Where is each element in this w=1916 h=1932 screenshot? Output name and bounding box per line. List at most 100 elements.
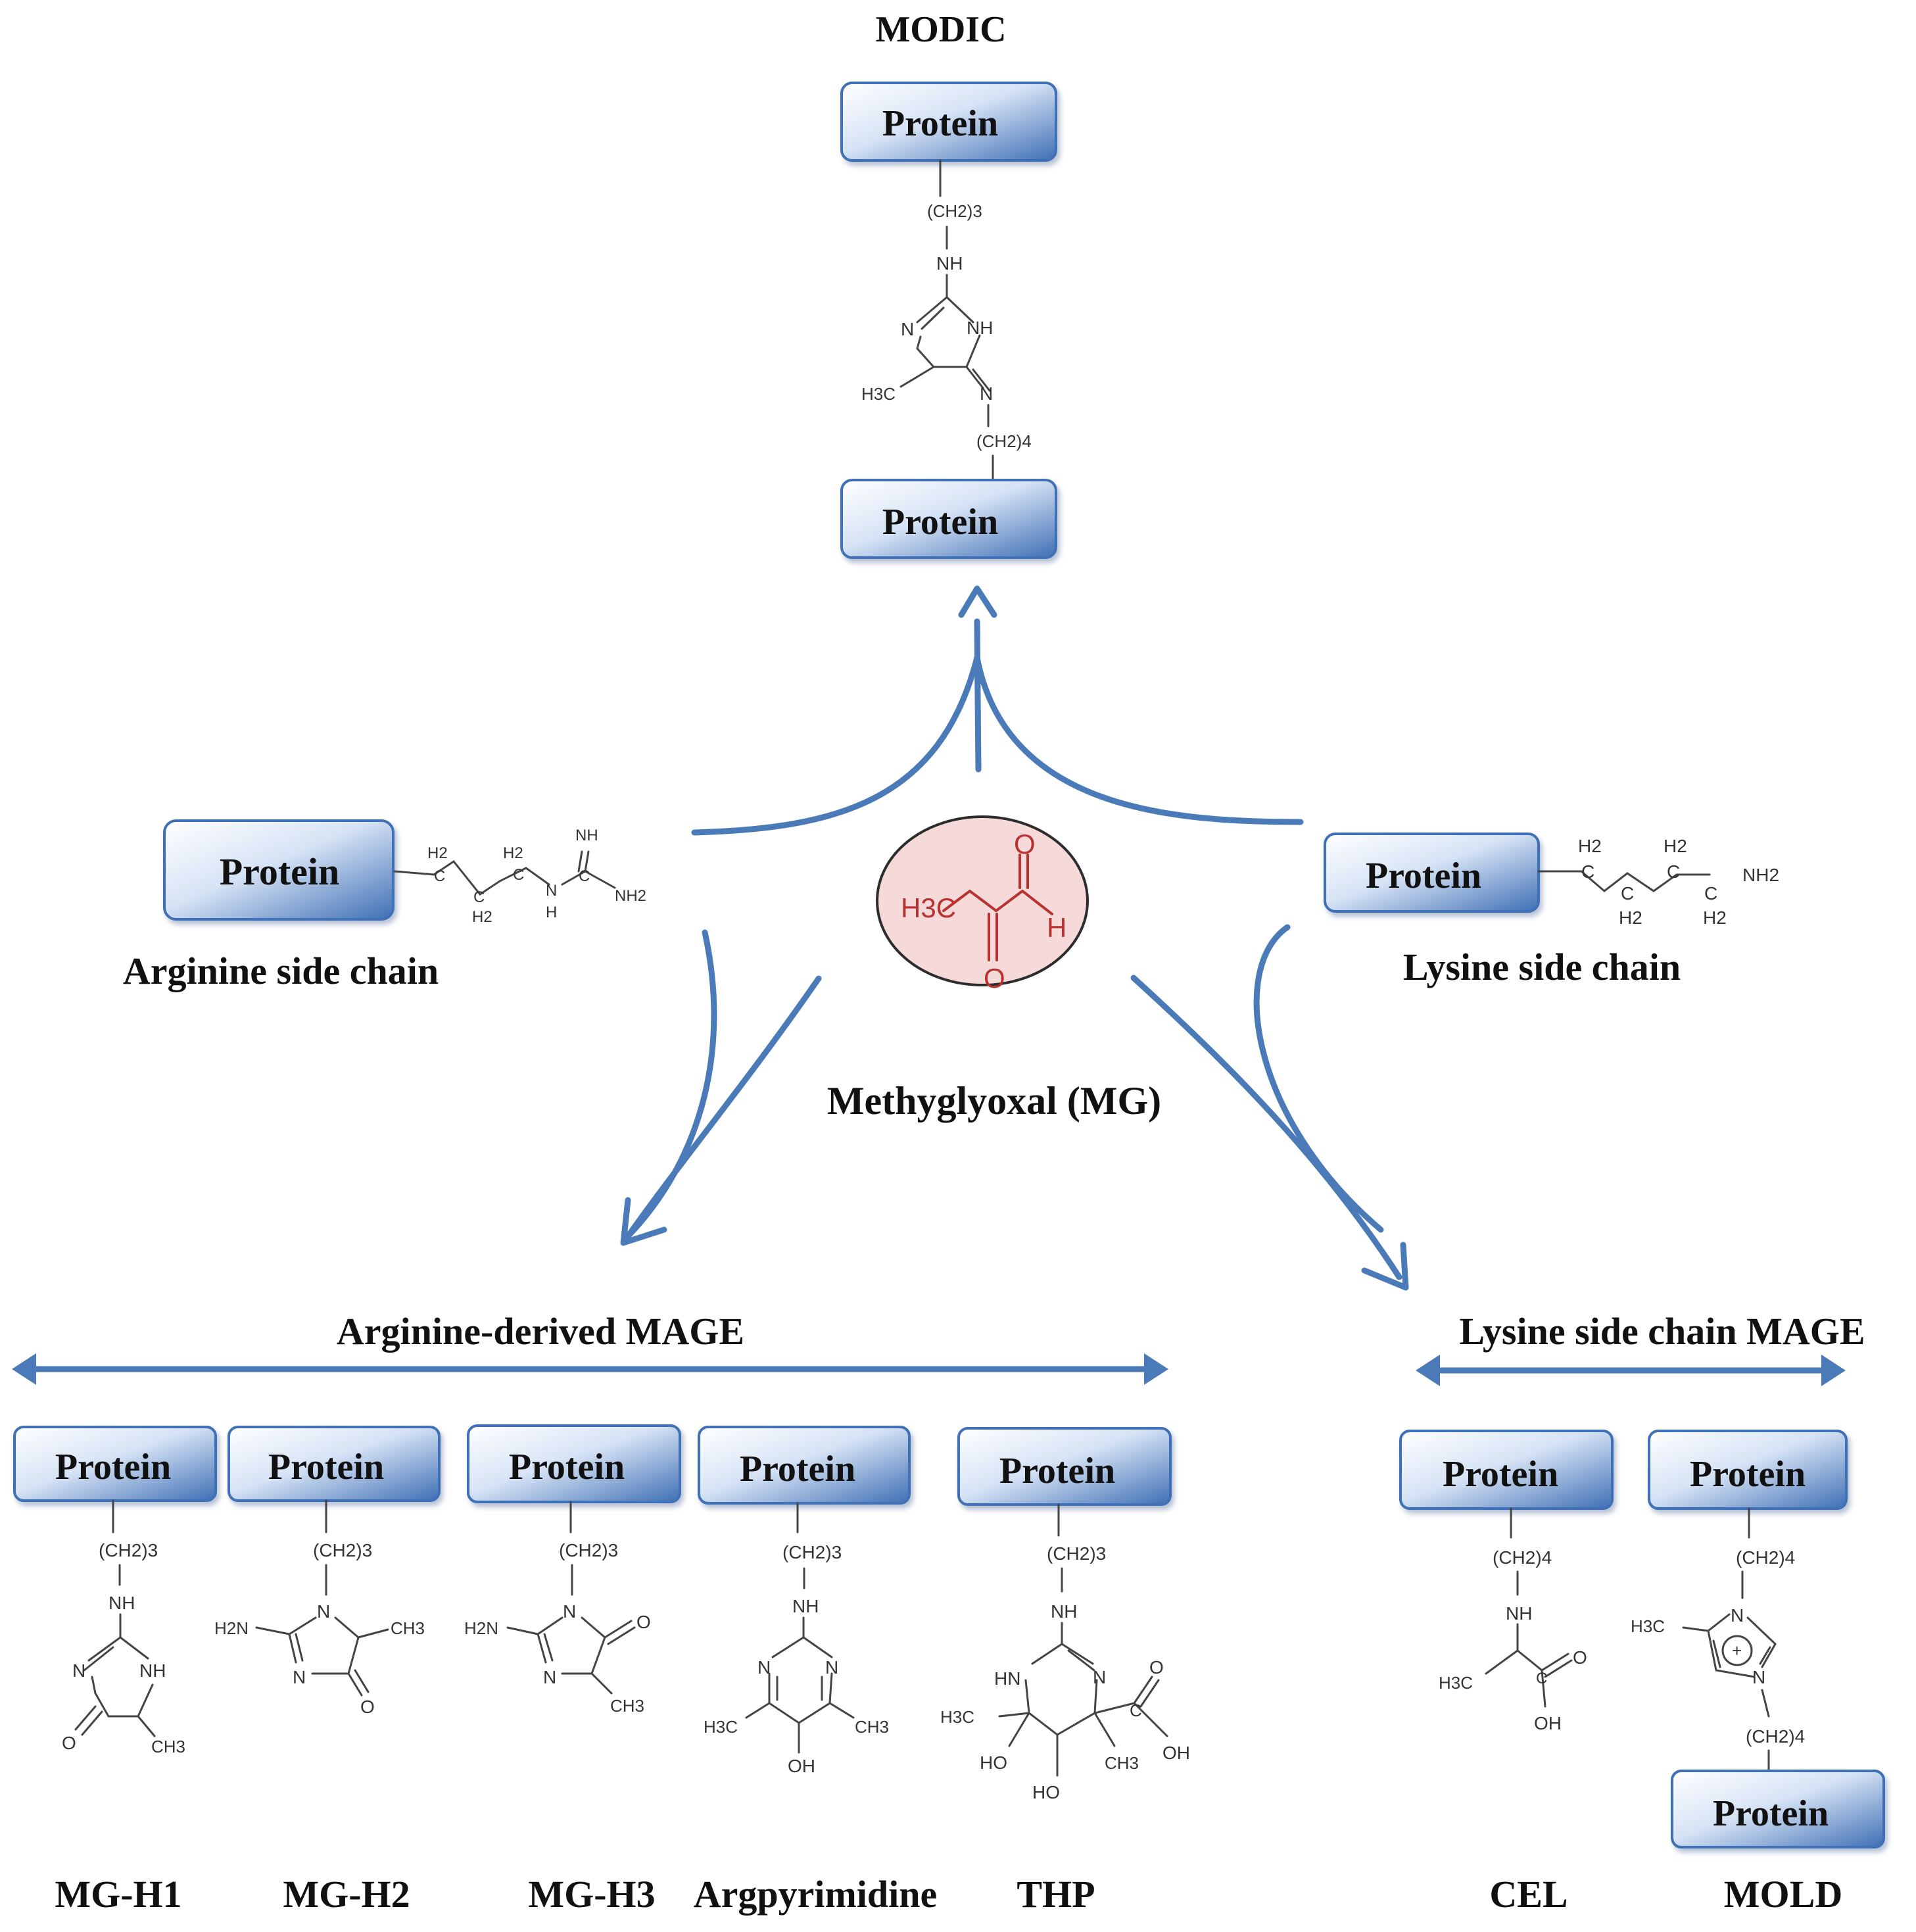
protein-box [1648, 1430, 1848, 1510]
c-label: C [579, 867, 590, 885]
protein-box [957, 1427, 1172, 1506]
protein-box [228, 1426, 441, 1502]
o-label: O [62, 1733, 76, 1753]
protein-box [1671, 1770, 1885, 1848]
modic-structure: Protein (CH2)3 NH N NH H3C N (CH2)4 Prot… [840, 82, 1057, 559]
ho-label: HO [980, 1752, 1007, 1773]
nh-label: NH [1051, 1601, 1077, 1622]
protein-box [163, 819, 395, 921]
h2-label: H2 [472, 908, 492, 926]
protein-box [467, 1424, 681, 1503]
h3c-label: H3C [861, 384, 896, 404]
mg-h1-structure: Protein (CH2)3 NH N NH O CH3 MG-H1 [13, 1426, 217, 1916]
reaction-arrows [12, 585, 1846, 1386]
n-label: N [543, 1667, 556, 1687]
h2-label: H2 [427, 844, 448, 862]
ch3-label: CH3 [855, 1717, 889, 1737]
arrowhead-icon [1361, 1242, 1409, 1291]
n-label: N [980, 383, 993, 404]
arrow-mg-to-modic [974, 618, 982, 773]
product-label-mg-h1: MG-H1 [55, 1873, 181, 1916]
protein-label: Protein [1366, 856, 1481, 896]
h2-label: H2 [1578, 836, 1602, 856]
cel-structure: Protein (CH2)4 NH H3C C O OH CEL [1399, 1430, 1614, 1916]
product-label-thp: THP [1017, 1873, 1095, 1916]
arrowhead-icon [620, 1197, 667, 1246]
chain-label: (CH2)3 [1047, 1543, 1106, 1564]
n-label: N [1731, 1605, 1744, 1626]
product-label-argpyrimidine: Argpyrimidine [694, 1873, 938, 1916]
n-label: N [757, 1657, 771, 1678]
arrowhead-icon [1821, 1355, 1846, 1386]
c-label: C [434, 867, 445, 885]
protein-box [13, 1426, 217, 1502]
arrowhead-icon [1416, 1355, 1440, 1386]
c-label: C [1581, 861, 1594, 882]
c-label: C [1536, 1670, 1547, 1687]
protein-label: Protein [882, 502, 998, 543]
nh-label: NH [139, 1660, 166, 1681]
c-label: C [1130, 1701, 1142, 1720]
hn-label: HN [994, 1668, 1020, 1689]
chain-label: (CH2)4 [1736, 1547, 1795, 1568]
h-label: H [546, 904, 557, 921]
lysine-side-chain-label: Lysine side chain [1403, 946, 1681, 988]
n-label: N [546, 882, 557, 900]
n-label: N [72, 1660, 85, 1681]
nh2-label: NH2 [615, 887, 646, 905]
arginine-mage-label: Arginine-derived MAGE [337, 1310, 744, 1353]
arrow-arginine-to-mage [625, 929, 717, 1240]
protein-box [840, 82, 1057, 162]
arrowhead-icon [1144, 1353, 1168, 1385]
lysine-reactant: Protein H2 C C H2 H2 C C H2 NH2 Lysine s… [1324, 833, 1779, 988]
c-label: C [1667, 861, 1680, 882]
chain-label: (CH2)3 [782, 1542, 842, 1562]
h2-label: H2 [1619, 907, 1642, 928]
lysine-mage-label: Lysine side chain MAGE [1459, 1310, 1865, 1353]
h3c-label: H3C [704, 1717, 738, 1737]
nh-label: NH [792, 1596, 819, 1616]
c-label: C [473, 888, 485, 906]
chain-label: (CH2)3 [927, 201, 982, 221]
product-label-mg-h3: MG-H3 [528, 1873, 655, 1916]
methylglyoxal-label: Methyglyoxal (MG) [827, 1079, 1161, 1123]
mg-o-top: O [1014, 829, 1036, 859]
protein-label: Protein [55, 1447, 171, 1487]
n-label: N [293, 1667, 306, 1687]
o-label: O [1149, 1657, 1164, 1678]
product-label-cel: CEL [1489, 1873, 1568, 1916]
plus-label: + [1732, 1641, 1742, 1660]
protein-label: Protein [740, 1449, 855, 1489]
arrow-lysine-to-modic [974, 654, 1304, 825]
chain-label: (CH2)3 [313, 1540, 372, 1560]
protein-box [1399, 1430, 1614, 1510]
mg-h: H [1047, 912, 1066, 943]
n-label: N [1093, 1667, 1106, 1687]
c-label: C [1621, 883, 1634, 904]
protein-label: Protein [1443, 1454, 1558, 1495]
h2-label: H2 [1703, 907, 1727, 928]
protein-box [1324, 833, 1540, 913]
methylglyoxal: H3C O O H Methyglyoxal (MG) [827, 815, 1161, 1123]
nh-label: NH [1506, 1603, 1532, 1624]
chain-label: (CH2)4 [1746, 1726, 1805, 1747]
n-label: N [825, 1657, 838, 1678]
oh-label: OH [1534, 1713, 1562, 1733]
mg-h3-structure: Protein (CH2)3 N N H2N O CH3 MG-H3 [464, 1424, 681, 1916]
h2n-label: H2N [464, 1618, 498, 1638]
protein-label: Protein [882, 103, 998, 144]
nh-label: NH [936, 253, 963, 274]
protein-label: Protein [220, 850, 340, 893]
chain-label: (CH2)4 [976, 431, 1032, 451]
c-label: C [1704, 883, 1717, 904]
arrowhead-icon [12, 1353, 36, 1385]
mold-structure: Protein (CH2)4 N + N H3C (CH2)4 Protein … [1631, 1430, 1885, 1916]
ch3-label: CH3 [610, 1696, 644, 1716]
oh-label: OH [1162, 1743, 1190, 1763]
chain-label: (CH2)3 [559, 1540, 618, 1560]
n-label: N [563, 1601, 576, 1622]
protein-box [698, 1426, 911, 1505]
protein-label: Protein [1713, 1793, 1829, 1834]
